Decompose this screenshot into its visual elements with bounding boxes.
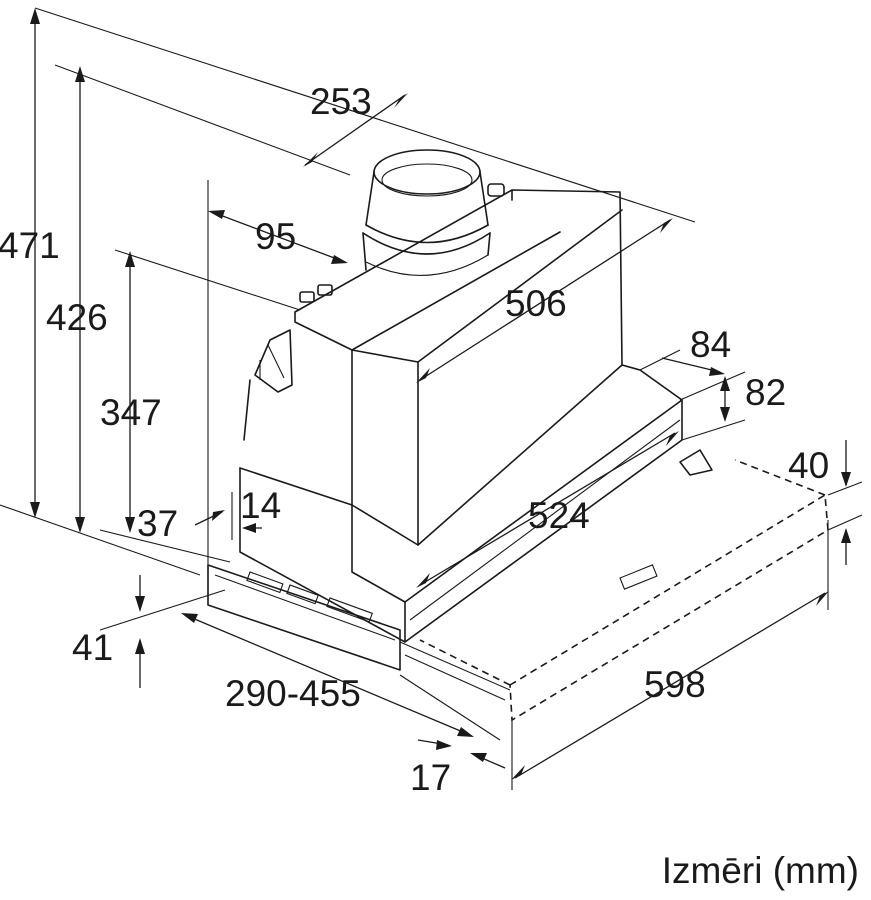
dim-84: 84 — [690, 324, 731, 365]
duct-spigot — [362, 149, 491, 276]
units-caption: Izmēri (mm) — [661, 850, 859, 891]
dim-426: 426 — [46, 297, 108, 338]
dim-14: 14 — [240, 485, 281, 526]
dim-471: 471 — [0, 225, 60, 266]
dim-41: 41 — [72, 627, 113, 668]
dim-40: 40 — [788, 445, 829, 486]
dimension-labels: 471 426 347 37 14 41 253 95 506 84 82 52… — [0, 81, 829, 798]
dim-37: 37 — [137, 503, 178, 544]
dim-253: 253 — [310, 81, 372, 122]
dim-506: 506 — [505, 283, 567, 324]
dim-290-455: 290-455 — [225, 673, 361, 714]
dim-17: 17 — [410, 757, 451, 798]
dim-82: 82 — [745, 372, 786, 413]
dim-524: 524 — [528, 495, 590, 536]
extended-visor-outline — [419, 459, 829, 722]
hood-outline — [207, 183, 713, 701]
dimension-lines — [30, 8, 851, 780]
dim-598: 598 — [644, 664, 706, 705]
dim-95: 95 — [255, 216, 296, 257]
extension-lines — [0, 7, 863, 790]
dim-347: 347 — [100, 392, 162, 433]
